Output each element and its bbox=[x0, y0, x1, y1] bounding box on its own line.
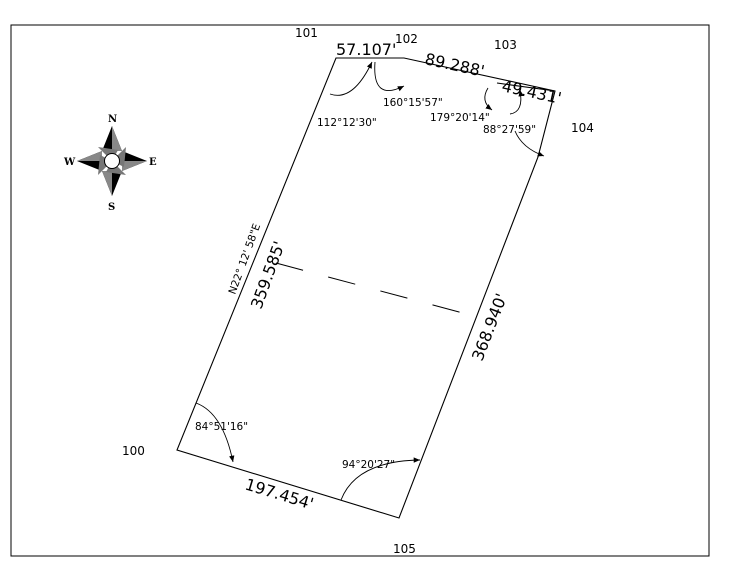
lot-label-103: 103 bbox=[494, 38, 517, 52]
north-arrow-icon: N S E W bbox=[63, 114, 157, 213]
distance-east: 368.940' bbox=[468, 291, 511, 364]
distance-ne2: 49.431' bbox=[500, 76, 563, 107]
lot-label-105: 105 bbox=[393, 542, 416, 556]
compass-e: E bbox=[149, 157, 157, 168]
angle-arc-ne-corner-2 bbox=[514, 130, 545, 157]
compass-n: N bbox=[108, 114, 117, 125]
angle-top-right: 160°15'57" bbox=[383, 97, 443, 109]
compass-w: W bbox=[63, 157, 76, 168]
angle-ne-mid: 179°20'14" bbox=[430, 112, 490, 124]
angle-arc-sw bbox=[195, 402, 235, 463]
angle-arc-se bbox=[340, 457, 421, 501]
angle-arc-ne-corner-1 bbox=[509, 89, 524, 115]
angle-arc-nw bbox=[329, 61, 373, 96]
angle-nw: 112°12'30" bbox=[317, 117, 377, 129]
distance-ne1: 89.288' bbox=[423, 49, 486, 80]
angle-arc-ne-mid bbox=[484, 87, 493, 111]
angle-se: 94°20'27" bbox=[342, 459, 395, 471]
parcel-boundary bbox=[176, 57, 556, 519]
drawing-border bbox=[10, 24, 710, 557]
division-line bbox=[275, 262, 475, 317]
lot-label-101: 101 bbox=[295, 26, 318, 40]
distance-south: 197.454' bbox=[243, 475, 316, 514]
distance-top: 57.107' bbox=[336, 40, 396, 59]
compass-s: S bbox=[108, 202, 115, 213]
lot-label-102: 102 bbox=[395, 32, 418, 46]
lot-label-104: 104 bbox=[571, 121, 594, 135]
parcel-ne-segment bbox=[496, 82, 556, 92]
angle-sw: 84°51'16" bbox=[195, 421, 248, 433]
angle-ne-corner: 88°27'59" bbox=[483, 124, 536, 136]
angle-arc-top-right bbox=[374, 61, 405, 92]
lot-label-100: 100 bbox=[122, 444, 145, 458]
